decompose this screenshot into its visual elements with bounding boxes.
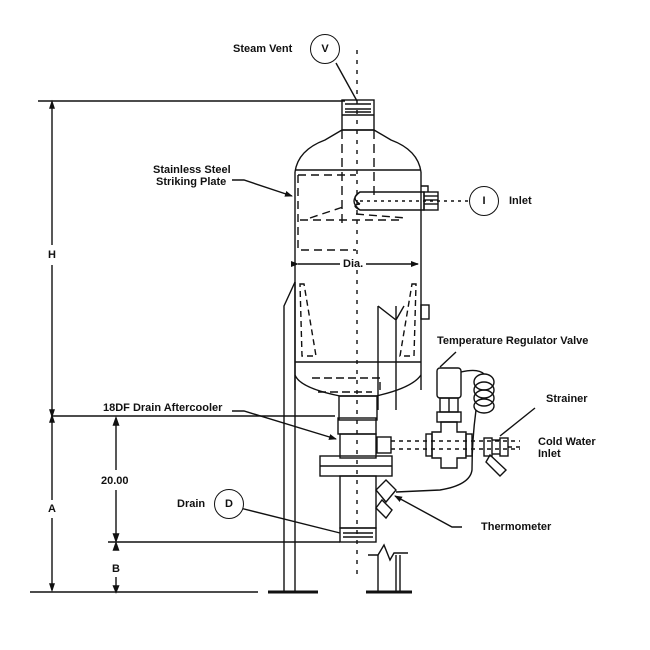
label-striking-plate-line1: Stainless Steel — [153, 164, 231, 176]
inlet-nozzle — [353, 185, 470, 211]
label-inlet: Inlet — [509, 195, 532, 207]
label-diameter: Dia. — [342, 258, 365, 270]
label-drain: Drain — [177, 498, 206, 510]
marker-inlet: I — [469, 186, 499, 216]
tank-body — [283, 129, 430, 592]
dimension-a: A — [48, 503, 56, 515]
steam-vent-nozzle — [341, 99, 375, 131]
label-striking-plate-line2: Striking Plate — [156, 176, 227, 188]
label-thermometer: Thermometer — [481, 521, 552, 533]
marker-drain: D — [214, 489, 244, 519]
dimension-lines — [30, 99, 345, 594]
label-drain-aftercooler: 18DF Drain Aftercooler — [103, 402, 223, 414]
support-base — [268, 543, 412, 594]
dimension-h: H — [48, 249, 56, 261]
temperature-regulator-valve — [395, 367, 495, 493]
strainer — [483, 437, 522, 477]
dimension-20: 20.00 — [101, 475, 129, 487]
dimension-b: B — [112, 563, 120, 575]
label-steam-vent: Steam Vent — [233, 43, 293, 55]
label-cold-water-line2: Inlet — [538, 448, 561, 460]
label-cold-water-line1: Cold Water — [538, 436, 596, 448]
marker-vent: V — [310, 34, 340, 64]
cold-water-line — [391, 440, 520, 450]
leader-lines — [232, 62, 536, 534]
label-temperature-regulator-valve: Temperature Regulator Valve — [437, 335, 589, 347]
label-strainer: Strainer — [546, 393, 588, 405]
drain-aftercooler — [319, 417, 397, 543]
